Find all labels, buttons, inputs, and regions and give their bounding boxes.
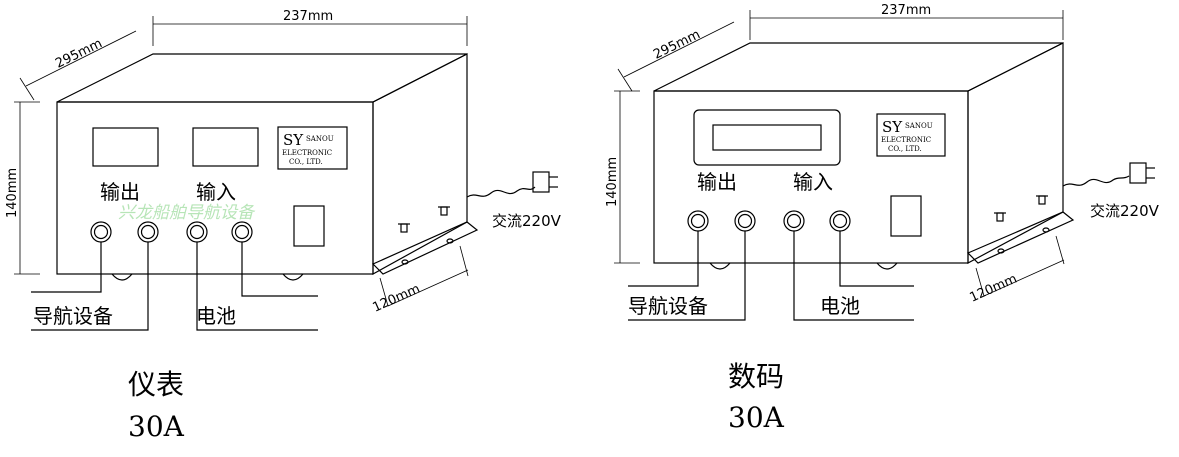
right-top-face — [653, 42, 1064, 92]
right-mount-bracket — [966, 211, 1075, 264]
left-input-meter — [192, 127, 259, 167]
right-terminal — [829, 210, 851, 232]
left-logo-brand: SANOU — [306, 135, 334, 143]
left-logo-line2: ELECTRONIC — [282, 149, 332, 157]
left-top-face — [56, 53, 468, 103]
right-logo-sy: SY — [882, 118, 903, 136]
right-wire-battery — [793, 231, 914, 321]
left-logo-box — [277, 126, 348, 170]
right-caption-current: 30A — [728, 401, 785, 434]
left-logo-line3: CO., LTD. — [289, 158, 323, 166]
right-power-cord — [1062, 175, 1130, 187]
left-mount-bracket — [371, 221, 479, 275]
left-power-cord — [466, 186, 536, 198]
left-label-nav: 导航设备 — [33, 304, 113, 328]
left-logo-sy: SY — [283, 131, 304, 149]
left-terminal — [90, 221, 112, 243]
left-label-output: 输出 — [100, 180, 140, 204]
right-wire-battery — [839, 231, 914, 287]
left-output-meter — [92, 127, 159, 167]
right-digital-display — [693, 109, 841, 166]
left-dim-bracket: 120mm — [371, 282, 423, 316]
left-wire-nav — [31, 242, 149, 331]
left-wire-nav — [31, 242, 102, 293]
left-dim-height: 140mm — [5, 168, 20, 218]
right-logo-line3: CO., LTD. — [888, 145, 922, 153]
left-plug-icon — [532, 171, 558, 193]
right-dim-bracket: 120mm — [968, 272, 1020, 306]
left-dim-width: 237mm — [283, 9, 333, 24]
left-ac-label: 交流220V — [492, 212, 562, 230]
left-dim-depth: 295mm — [53, 36, 105, 71]
right-terminal — [734, 210, 756, 232]
right-foot — [709, 262, 731, 270]
left-screw-icon — [438, 206, 450, 216]
right-label-input: 输入 — [793, 170, 833, 194]
left-screw-icon — [398, 223, 410, 233]
left-foot — [111, 273, 133, 281]
right-device — [614, 10, 1155, 321]
right-dim-width: 237mm — [881, 3, 931, 18]
left-foot — [282, 273, 304, 281]
left-wire-battery — [196, 242, 318, 331]
left-terminal — [186, 221, 208, 243]
right-label-battery: 电池 — [820, 294, 860, 318]
left-caption-type: 仪表 — [128, 368, 184, 401]
right-label-nav: 导航设备 — [628, 294, 708, 318]
right-plug-icon — [1129, 162, 1155, 184]
right-logo-brand: SANOU — [905, 122, 933, 130]
left-label-battery: 电池 — [196, 304, 236, 328]
left-caption-current: 30A — [128, 410, 185, 443]
right-wire-nav — [628, 231, 746, 321]
left-label-input: 输入 — [196, 180, 236, 204]
right-dim-depth: 295mm — [651, 27, 703, 62]
right-logo-box — [876, 113, 946, 157]
left-switch — [293, 205, 325, 247]
right-dim-height: 140mm — [605, 157, 620, 207]
right-label-output: 输出 — [697, 170, 737, 194]
left-device — [14, 16, 558, 331]
left-watermark: 兴龙船舶导航设备 — [118, 203, 256, 223]
right-terminal — [783, 210, 805, 232]
left-wire-battery — [241, 242, 318, 297]
right-foot — [876, 262, 898, 270]
right-caption-type: 数码 — [728, 360, 784, 393]
right-display-window — [712, 124, 822, 151]
right-screw-icon — [994, 212, 1006, 222]
left-terminal — [231, 221, 253, 243]
right-screw-icon — [1036, 195, 1048, 205]
right-ac-label: 交流220V — [1090, 202, 1160, 220]
right-switch — [890, 195, 922, 237]
left-terminal — [137, 221, 159, 243]
right-logo-line2: ELECTRONIC — [881, 136, 931, 144]
right-wire-nav — [628, 231, 699, 287]
right-terminal — [687, 210, 709, 232]
